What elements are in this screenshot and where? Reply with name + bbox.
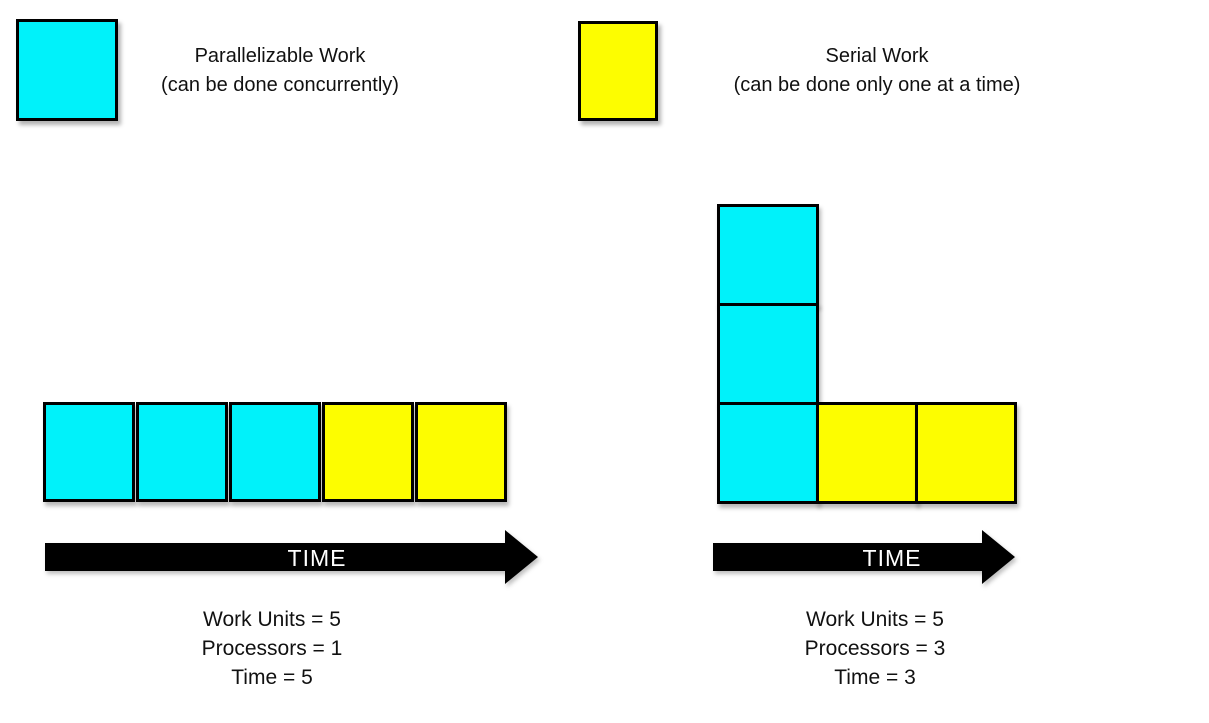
time-arrow-label: TIME — [287, 545, 347, 571]
work-unit-serial — [415, 402, 507, 502]
work-unit-parallel — [717, 204, 819, 306]
work-unit-serial — [816, 402, 918, 504]
work-unit-parallel — [43, 402, 135, 502]
serial-work-legend-label: Serial Work (can be done only one at a t… — [702, 42, 1052, 100]
multi-processor-stats: Work Units = 5 Processors = 3 Time = 3 — [725, 605, 1025, 692]
time-value: Time = 3 — [834, 666, 916, 689]
time-value: Time = 5 — [231, 666, 313, 689]
work-unit-serial — [322, 402, 414, 502]
multi-processor-parallel-stack — [717, 204, 819, 504]
processors-value: Processors = 3 — [804, 637, 946, 660]
work-unit-parallel — [229, 402, 321, 502]
work-unit-parallel — [717, 303, 819, 405]
work-units-value: Work Units = 5 — [806, 608, 944, 631]
work-units-value: Work Units = 5 — [203, 608, 341, 631]
arrow-right-icon — [45, 530, 538, 584]
time-arrow-label: TIME — [862, 545, 922, 571]
multi-processor-serial-row — [816, 402, 1017, 504]
work-unit-serial — [915, 402, 1017, 504]
single-processor-stats: Work Units = 5 Processors = 1 Time = 5 — [122, 605, 422, 692]
legend-title: Serial Work — [825, 45, 929, 67]
work-unit-parallel — [717, 402, 819, 504]
processors-value: Processors = 1 — [201, 637, 343, 660]
time-arrow-right — [713, 528, 1016, 586]
legend-subtitle: (can be done concurrently) — [161, 74, 399, 96]
parallelizable-work-legend-label: Parallelizable Work (can be done concurr… — [130, 42, 430, 100]
legend-subtitle: (can be done only one at a time) — [733, 74, 1021, 96]
serial-work-swatch — [578, 21, 658, 121]
single-processor-work-row — [43, 402, 507, 502]
legend-title: Parallelizable Work — [194, 45, 366, 67]
time-arrow-left — [45, 528, 539, 586]
arrow-right-icon — [713, 530, 1015, 584]
work-unit-parallel — [136, 402, 228, 502]
parallelizable-work-swatch — [16, 19, 118, 121]
